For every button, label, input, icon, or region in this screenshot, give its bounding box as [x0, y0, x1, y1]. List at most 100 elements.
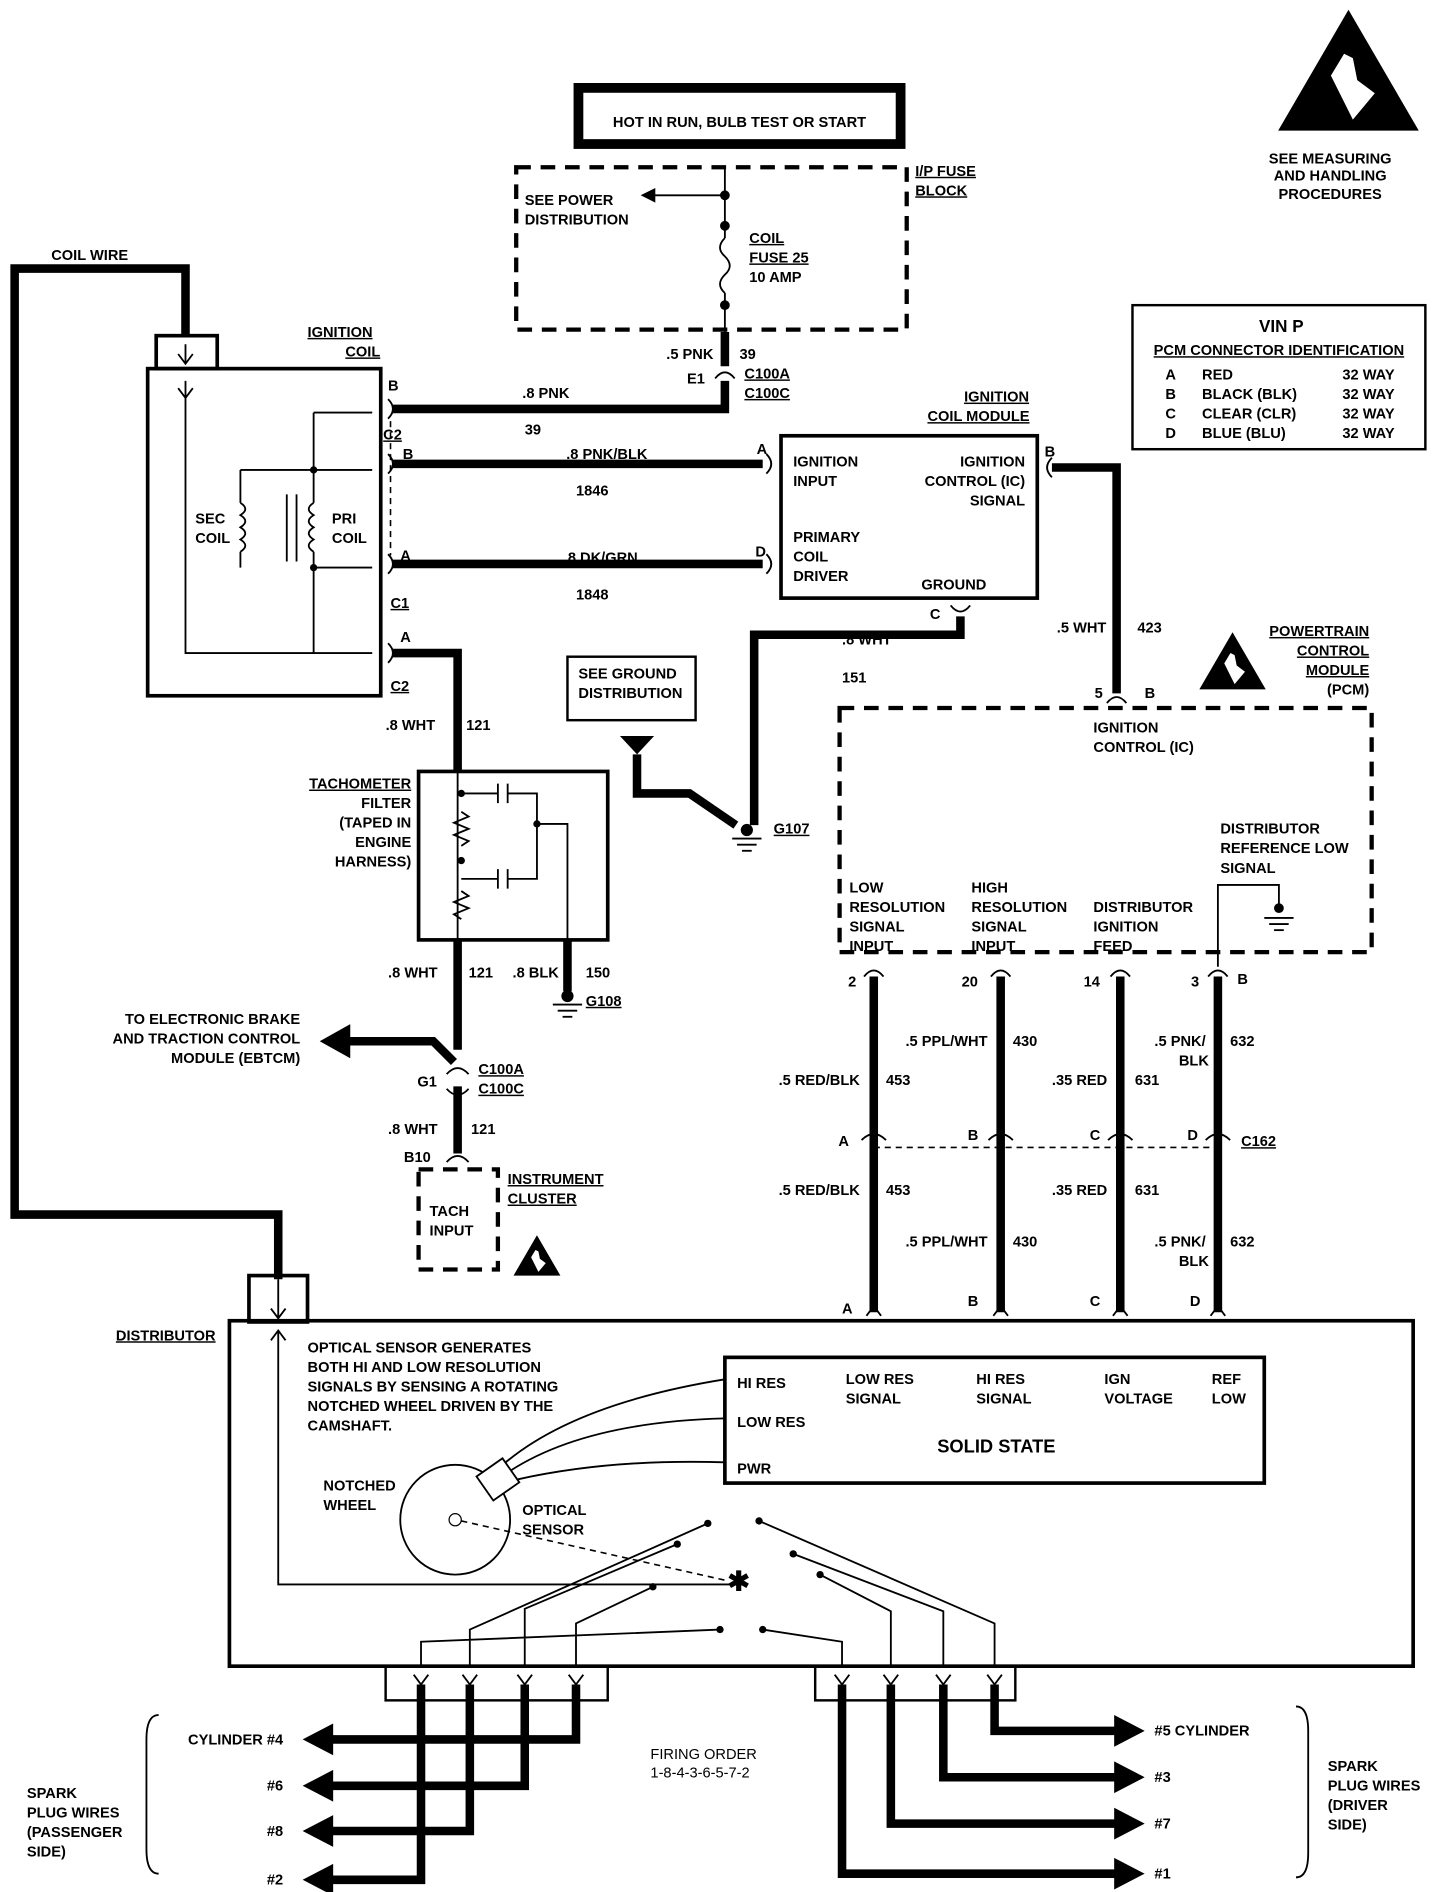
rotor-feed-line [270, 1328, 730, 1586]
pcm-text: FEED [1093, 939, 1132, 955]
connector-label: C100C [478, 1082, 524, 1098]
module-text: IGNITION [960, 454, 1025, 470]
module-label: IGNITION [964, 390, 1029, 406]
driver-side-label: (DRIVER [1328, 1798, 1389, 1814]
pin-label: A [400, 548, 411, 564]
cylinder-label: #6 [267, 1779, 283, 1795]
wire-label: 453 [886, 1073, 910, 1089]
solid-state-text: HI RES [737, 1376, 786, 1392]
cylinder-label: #5 CYLINDER [1154, 1724, 1250, 1740]
pin-label: 2 [848, 974, 856, 990]
wire-label: 1848 [576, 587, 609, 603]
wire-label: 632 [1230, 1034, 1254, 1050]
esd-warning-icon [513, 1235, 561, 1276]
vin-way: 32 WAY [1342, 407, 1395, 423]
vin-pin: C [1165, 407, 1176, 423]
esd-warning-icon [1278, 9, 1419, 131]
module-text: PRIMARY [793, 530, 860, 546]
connector-c100-g1 [445, 1067, 470, 1096]
wire-label: .35 RED [1052, 1183, 1107, 1199]
see-ground-box [566, 655, 697, 722]
cap-terminal [270, 1279, 287, 1320]
esd-warning-icon [1199, 632, 1266, 690]
coil-wire [10, 264, 283, 1280]
pcm-text: DISTRIBUTOR [1220, 822, 1320, 838]
see-ground-label: SEE GROUND [578, 667, 676, 683]
fuse-block-box [514, 165, 909, 332]
wire-label: 1846 [576, 484, 609, 500]
ground-point [740, 823, 753, 837]
solid-state-text: LOW RES [846, 1372, 914, 1388]
pin-label: B [1237, 972, 1248, 988]
filter-label: HARNESS) [335, 855, 412, 871]
wheel-label: WHEEL [323, 1498, 376, 1514]
fuse-block-label: I/P FUSE [915, 164, 976, 180]
pin-label: B [388, 379, 399, 395]
wire-label: 39 [740, 347, 756, 363]
pin-label: D [755, 545, 766, 561]
pcm-label: (PCM) [1327, 683, 1369, 699]
passenger-side-label: SPARK [27, 1786, 78, 1802]
arrow-left-icon [319, 1024, 351, 1059]
esd-note: AND HANDLING [1274, 169, 1387, 185]
pin-label: A [838, 1134, 849, 1150]
driver-terminal-block [813, 1664, 1017, 1702]
pcm-text: INPUT [849, 939, 893, 955]
wire-label: .5 RED/BLK [779, 1183, 861, 1199]
notched-wheel [399, 1463, 512, 1576]
wire-label: 121 [471, 1122, 495, 1138]
ground-icon [731, 837, 763, 852]
pin-label: G1 [417, 1074, 437, 1090]
wire-label: 150 [586, 966, 610, 982]
pcm-text: SIGNAL [971, 919, 1026, 935]
driver-side-label: SPARK [1328, 1759, 1379, 1775]
solid-state-text: SIGNAL [846, 1392, 901, 1408]
wire-label: 151 [842, 670, 866, 686]
module-label: COIL MODULE [927, 409, 1029, 425]
pin-label: B [403, 447, 414, 463]
cluster-text: TACH [430, 1204, 470, 1220]
pcm-box [837, 705, 1374, 955]
vin-title: VIN P [1259, 317, 1304, 336]
module-text: SIGNAL [970, 493, 1025, 509]
wire-label: 121 [469, 966, 493, 982]
driver-side-label: PLUG WIRES [1328, 1779, 1421, 1795]
passenger-side-label: PLUG WIRES [27, 1806, 120, 1822]
passenger-terminal-block [384, 1664, 609, 1702]
pin-label: C [930, 607, 941, 623]
module-text: IGNITION [793, 454, 858, 470]
passenger-side-label: SIDE) [27, 1845, 66, 1861]
pcm-text: SIGNAL [1220, 861, 1275, 877]
connector-b10 [445, 1155, 470, 1163]
ebtcm-label: TO ELECTRONIC BRAKE [125, 1012, 300, 1028]
sec-coil-label: COIL [195, 531, 230, 547]
coil-wire-label: COIL WIRE [51, 248, 128, 264]
vin-pin: A [1165, 368, 1176, 384]
pin-label: D [1190, 1294, 1201, 1310]
wire-label: .5 RED/BLK [779, 1073, 861, 1089]
filter-label: TACHOMETER [309, 777, 412, 793]
solid-state-text: VOLTAGE [1104, 1392, 1173, 1408]
wire-label: .5 PNK/ [1154, 1234, 1205, 1250]
pin-label: 5 [1095, 686, 1103, 702]
esd-note: PROCEDURES [1279, 187, 1382, 203]
ignition-coil-module [779, 433, 1040, 600]
sensor-label: OPTICAL [522, 1503, 586, 1519]
solid-state-text: SIGNAL [976, 1392, 1031, 1408]
driver-side-label: SIDE) [1328, 1818, 1367, 1834]
distributor-note: CAMSHAFT. [308, 1419, 392, 1435]
fuse-block-label: BLOCK [915, 183, 967, 199]
module-text: DRIVER [793, 569, 849, 585]
pcm-text: RESOLUTION [971, 900, 1067, 916]
distributor-note: NOTCHED WHEEL DRIVEN BY THE [308, 1399, 554, 1415]
solid-state-title: SOLID STATE [937, 1436, 1055, 1457]
rotor-contacts [420, 1517, 996, 1667]
wire-39 [392, 332, 730, 414]
fuse-label: 10 AMP [749, 270, 802, 286]
vin-pin: D [1165, 426, 1176, 442]
connector-label: C100A [744, 366, 790, 382]
connector-label: C2 [391, 679, 410, 695]
pcm-text: SIGNAL [849, 919, 904, 935]
filter-label: (TAPED IN [339, 816, 411, 832]
